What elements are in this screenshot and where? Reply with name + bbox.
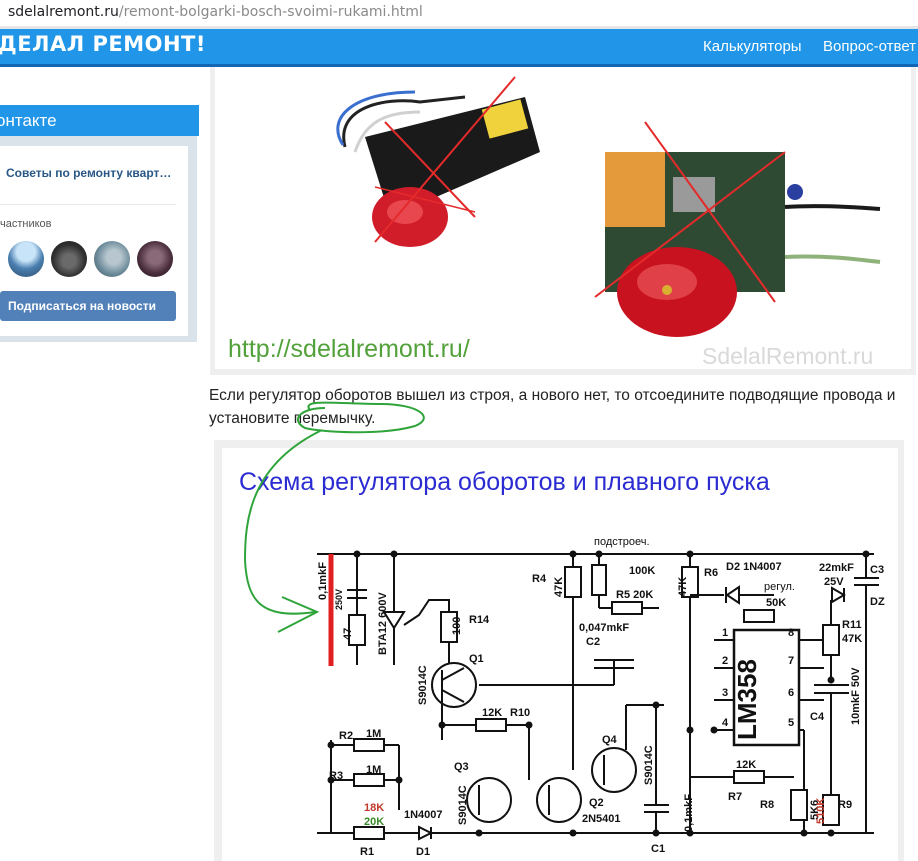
label-r3-value: 1M <box>366 764 381 776</box>
label-q3: Q3 <box>454 761 469 773</box>
label-s9014c-q1: S9014C <box>417 665 429 705</box>
label-c1: C1 <box>651 843 665 855</box>
label-r10-value: 12K <box>482 707 502 719</box>
pin-3: 3 <box>722 687 728 699</box>
label-c1-value: 0,1mkF <box>683 794 695 832</box>
label-r4: R4 <box>532 573 547 585</box>
label-r11-value: 47K <box>842 633 862 645</box>
label-r2: R2 <box>339 730 353 742</box>
divider <box>0 204 176 205</box>
vk-members-label: частников <box>0 218 52 230</box>
label-c4-value: 10mkF 50V <box>850 667 862 725</box>
schematic-title: Схема регулятора оборотов и плавного пус… <box>239 468 770 496</box>
label-c2-value: 0,047mkF <box>579 622 629 634</box>
vk-widget: Советы по ремонту кварт… частников Подпи… <box>0 136 197 342</box>
pin-8: 8 <box>788 627 794 639</box>
vk-widget-title: онтакте <box>0 111 57 130</box>
photo-url-caption: http://sdelalremont.ru/ <box>228 335 470 363</box>
label-q1: Q1 <box>469 653 484 665</box>
pin-1: 1 <box>722 627 728 639</box>
label-d1: D1 <box>416 846 430 858</box>
label-lm358: LM358 <box>732 659 762 740</box>
article-photo-regulators: http://sdelalremont.ru/ SdelalRemont.ru <box>210 67 916 375</box>
address-bar[interactable]: sdelalremont.ru/remont-bolgarki-bosch-sv… <box>0 0 918 26</box>
label-r9-value: 510K <box>815 798 827 824</box>
label-r8-value: 5K6 <box>809 800 821 820</box>
label-triac: BTA12 600V <box>377 592 389 655</box>
label-250v: 250V <box>334 589 344 610</box>
label-r1-18k: 18K <box>364 802 384 814</box>
photo-watermark: SdelalRemont.ru <box>702 343 874 369</box>
label-r8: R8 <box>760 799 774 811</box>
url-domain: sdelalremont.ru <box>8 4 119 20</box>
label-r7: R7 <box>728 791 742 803</box>
vk-widget-header: онтакте <box>0 105 199 136</box>
label-q4: Q4 <box>602 734 618 746</box>
label-r47: 47 <box>342 628 354 640</box>
label-r5: R5 20K <box>616 589 653 601</box>
pin-6: 6 <box>788 687 794 699</box>
pin-7: 7 <box>788 655 794 667</box>
member-avatar[interactable] <box>94 241 130 277</box>
label-trimmer: подстроеч. <box>594 536 650 548</box>
label-reg-50k: 50K <box>766 597 786 609</box>
nav-qa[interactable]: Вопрос-ответ <box>823 38 917 55</box>
label-q2-value: 2N5401 <box>582 813 621 825</box>
label-r10: R10 <box>510 707 530 719</box>
label-c3: C3 <box>870 564 884 576</box>
nav-calculators[interactable]: Калькуляторы <box>703 38 802 55</box>
vk-widget-body: Советы по ремонту кварт… частников Подпи… <box>0 146 188 336</box>
label-r2-value: 1M <box>366 728 381 740</box>
label-c3-voltage: 25V <box>824 576 844 588</box>
schematic-drawing: 0,1mkF 250V 47 BTA12 600V 100 R14 Q1 S90… <box>317 536 885 858</box>
vk-group-link[interactable]: Советы по ремонту кварт… <box>6 166 172 180</box>
pin-5: 5 <box>788 717 794 729</box>
photo-frame: http://sdelalremont.ru/ SdelalRemont.ru <box>215 67 911 369</box>
label-d1-value: 1N4007 <box>404 809 443 821</box>
member-avatar[interactable] <box>8 241 44 277</box>
pin-4: 4 <box>722 717 729 729</box>
site-logo[interactable]: ДЕЛАЛ РЕМОНТ! <box>0 32 206 56</box>
label-r1: R1 <box>360 846 374 858</box>
member-avatar[interactable] <box>51 241 87 277</box>
label-c2: C2 <box>586 636 600 648</box>
site-header: ДЕЛАЛ РЕМОНТ! Калькуляторы Вопрос-ответ <box>0 29 918 67</box>
label-dz: DZ <box>870 596 885 608</box>
label-r14-value: 100 <box>451 617 463 635</box>
label-c3-value: 22mkF <box>819 562 854 574</box>
label-s9014c-q3: S9014C <box>457 785 469 825</box>
label-reg: регул. <box>764 581 795 593</box>
label-r7-value: 12K <box>736 759 756 771</box>
label-r3: R3 <box>329 770 343 782</box>
label-r6-value: 47K <box>677 577 689 597</box>
pin-2: 2 <box>722 655 728 667</box>
member-avatar[interactable] <box>137 241 173 277</box>
label-r5-top: 100K <box>629 565 655 577</box>
label-r11: R11 <box>842 619 862 631</box>
label-r1-20k: 20K <box>364 816 384 828</box>
article-paragraph: Если регулятор оборотов вышел из строя, … <box>209 387 896 427</box>
subscribe-button[interactable]: Подписаться на новости <box>0 291 176 321</box>
label-c-top: 0,1mkF <box>317 562 329 600</box>
article-photo-schematic: Схема регулятора оборотов и плавного пус… <box>214 440 904 861</box>
url-path: /remont-bolgarki-bosch-svoimi-rukami.htm… <box>118 4 423 20</box>
label-r14: R14 <box>469 614 490 626</box>
label-c4: C4 <box>810 711 825 723</box>
label-q2: Q2 <box>589 797 604 809</box>
toolbar-divider <box>0 26 918 29</box>
label-r4-value: 47K <box>553 577 565 597</box>
label-r9: R9 <box>838 799 852 811</box>
label-s9014c-q4: S9014C <box>643 745 655 785</box>
regulators-drawing <box>336 76 881 337</box>
label-r6: R6 <box>704 567 718 579</box>
label-d2: D2 1N4007 <box>726 561 782 573</box>
